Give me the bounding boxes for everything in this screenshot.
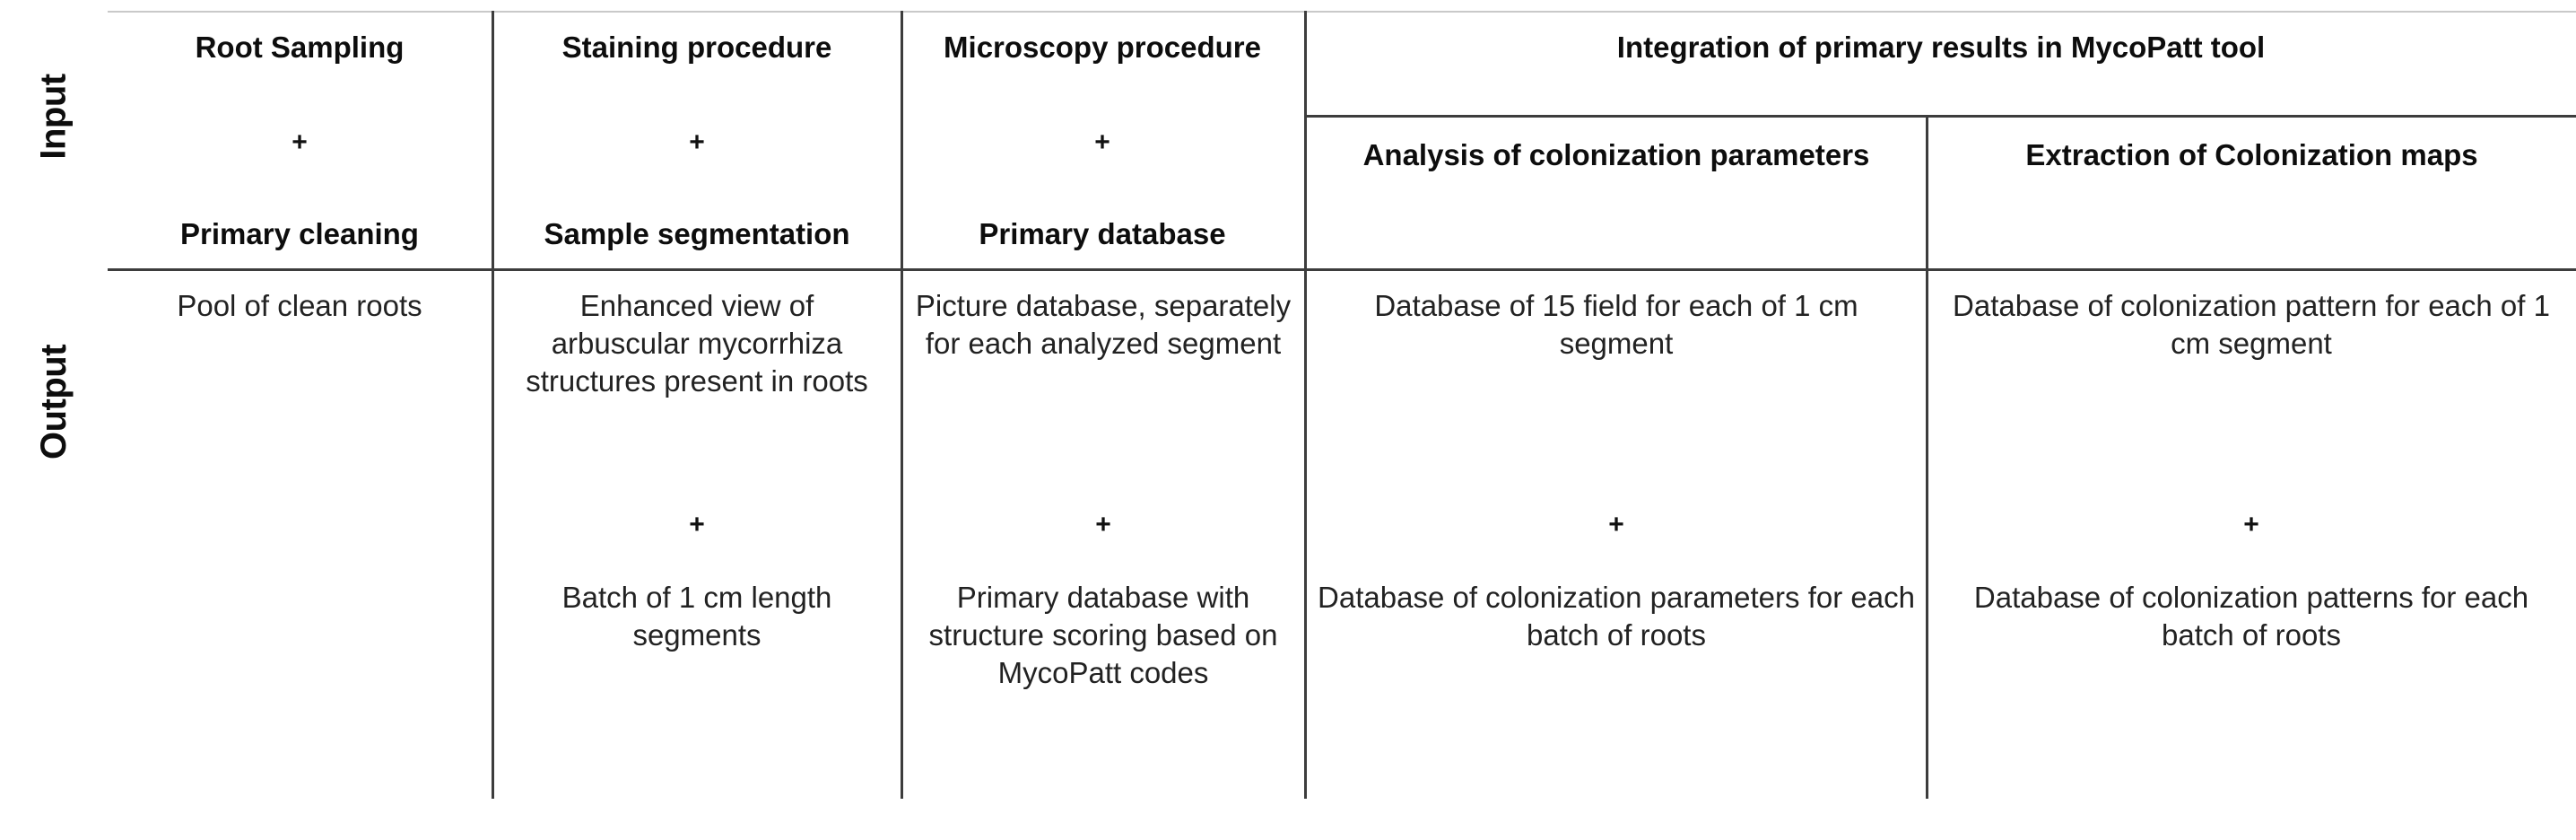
plus-icon: + — [292, 127, 308, 157]
row-label-output-text: Output — [34, 344, 74, 460]
header-plus-microscopy: + — [909, 126, 1295, 160]
header-root-sampling-title: Root Sampling — [195, 31, 405, 64]
column-divider-4 — [1926, 115, 1928, 799]
output-cell-analysis-bottom: Database of colonization parameters for … — [1317, 579, 1916, 654]
header-root-sampling-subtitle: Primary cleaning — [180, 217, 419, 250]
output-cell-extraction-bottom: Database of colonization patterns for ea… — [1937, 579, 2565, 654]
header-cell-microscopy-procedure: Microscopy procedure — [909, 29, 1295, 66]
row-label-input-text: Input — [33, 74, 74, 160]
header-cell-staining-procedure: Staining procedure — [502, 29, 892, 66]
output-plus-extraction: + — [1937, 508, 2565, 542]
column-divider-2 — [901, 11, 903, 799]
header-staining-subtitle: Sample segmentation — [544, 217, 850, 250]
column-divider-3 — [1304, 11, 1307, 799]
plus-icon: + — [689, 510, 705, 539]
header-plus-staining: + — [502, 126, 892, 160]
output-plus-staining: + — [511, 508, 883, 542]
header-plus-root-sampling: + — [117, 126, 483, 160]
output-cell-analysis-top: Database of 15 field for each of 1 cm se… — [1317, 287, 1916, 363]
header-staining-title: Staining procedure — [561, 31, 832, 64]
output-cell-extraction-top: Database of colonization pattern for eac… — [1937, 287, 2565, 363]
row-label-output: Output — [0, 278, 108, 529]
output-plus-microscopy: + — [915, 508, 1292, 542]
output-extraction-secondary-text: Database of colonization patterns for ea… — [1973, 581, 2529, 652]
header-cell-root-sampling: Root Sampling — [117, 29, 483, 66]
plus-icon: + — [1094, 127, 1110, 157]
plus-icon: + — [1608, 510, 1624, 539]
column-divider-1 — [492, 11, 494, 799]
header-cell-analysis-of-colonization-parameters: Analysis of colonization parameters — [1313, 136, 1919, 174]
output-plus-analysis: + — [1317, 508, 1916, 542]
header-analysis-title: Analysis of colonization parameters — [1362, 138, 1870, 171]
plus-icon: + — [689, 127, 705, 157]
header-cell-extraction-of-colonization-maps: Extraction of Colonization maps — [1935, 136, 2569, 174]
output-extraction-text: Database of colonization pattern for eac… — [1953, 289, 2550, 361]
header-microscopy-title: Microscopy procedure — [944, 31, 1261, 64]
output-analysis-secondary-text: Database of colonization parameters for … — [1318, 581, 1915, 652]
header-cell-sample-segmentation: Sample segmentation — [502, 215, 892, 253]
top-rule — [108, 11, 2576, 13]
group-header-label: Integration of primary results in MycoPa… — [1616, 31, 2266, 64]
input-output-rule — [108, 268, 2576, 271]
output-microscopy-secondary-text: Primary database with structure scoring … — [928, 581, 1278, 690]
output-root-sampling-text: Pool of clean roots — [177, 289, 422, 322]
group-header-integration: Integration of primary results in MycoPa… — [1313, 29, 2569, 66]
output-staining-secondary-text: Batch of 1 cm length segments — [561, 581, 832, 652]
group-header-rule — [1304, 115, 2576, 118]
output-cell-staining-top: Enhanced view of arbuscular mycorrhiza s… — [511, 287, 883, 401]
header-cell-primary-database: Primary database — [909, 215, 1295, 253]
output-analysis-text: Database of 15 field for each of 1 cm se… — [1374, 289, 1858, 361]
header-microscopy-subtitle: Primary database — [979, 217, 1226, 250]
header-cell-primary-cleaning: Primary cleaning — [117, 215, 483, 253]
output-cell-microscopy-top: Picture database, separately for each an… — [915, 287, 1292, 363]
plus-icon: + — [2243, 510, 2259, 539]
output-microscopy-text: Picture database, separately for each an… — [915, 289, 1292, 361]
row-label-input: Input — [0, 13, 108, 255]
output-cell-staining-bottom: Batch of 1 cm length segments — [511, 579, 883, 654]
workflow-table: Root Sampling + Primary cleaning Stainin… — [108, 0, 2576, 840]
header-extraction-title: Extraction of Colonization maps — [2025, 138, 2478, 171]
plus-icon: + — [1095, 510, 1111, 539]
output-staining-text: Enhanced view of arbuscular mycorrhiza s… — [526, 289, 868, 398]
output-cell-root-sampling-top: Pool of clean roots — [117, 287, 483, 325]
output-cell-microscopy-bottom: Primary database with structure scoring … — [915, 579, 1292, 693]
